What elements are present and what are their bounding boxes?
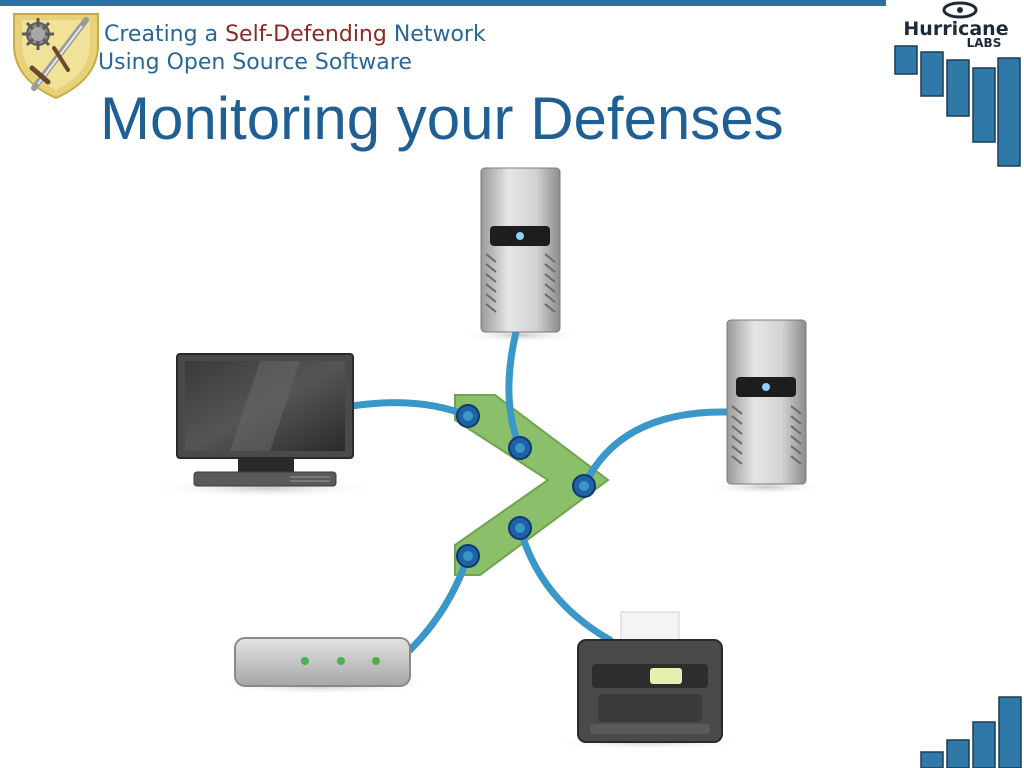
- slide-title: Monitoring your Defenses: [100, 85, 784, 152]
- corner-bars-decoration: [920, 696, 1022, 768]
- router-icon: [234, 637, 411, 687]
- logo-brand-top: Hurricane: [903, 18, 1008, 40]
- shield-emblem-icon: [13, 13, 99, 100]
- printer-icon: [577, 611, 723, 743]
- server-icon: [726, 319, 807, 485]
- header-highlight: Self-Defending: [225, 22, 387, 47]
- header-line-2: Using Open Source Software: [98, 50, 412, 75]
- network-diagram: [150, 167, 826, 750]
- monitor-icon: [176, 353, 354, 487]
- logo-brand-bottom: LABS: [967, 36, 1002, 50]
- top-accent-bar: [0, 0, 886, 6]
- hurricane-labs-logo: Hurricane LABS: [894, 1, 1021, 167]
- network-switch-icon: [454, 394, 610, 576]
- header-line-1: Creating a Self-Defending Network: [104, 22, 486, 47]
- server-icon: [480, 167, 561, 333]
